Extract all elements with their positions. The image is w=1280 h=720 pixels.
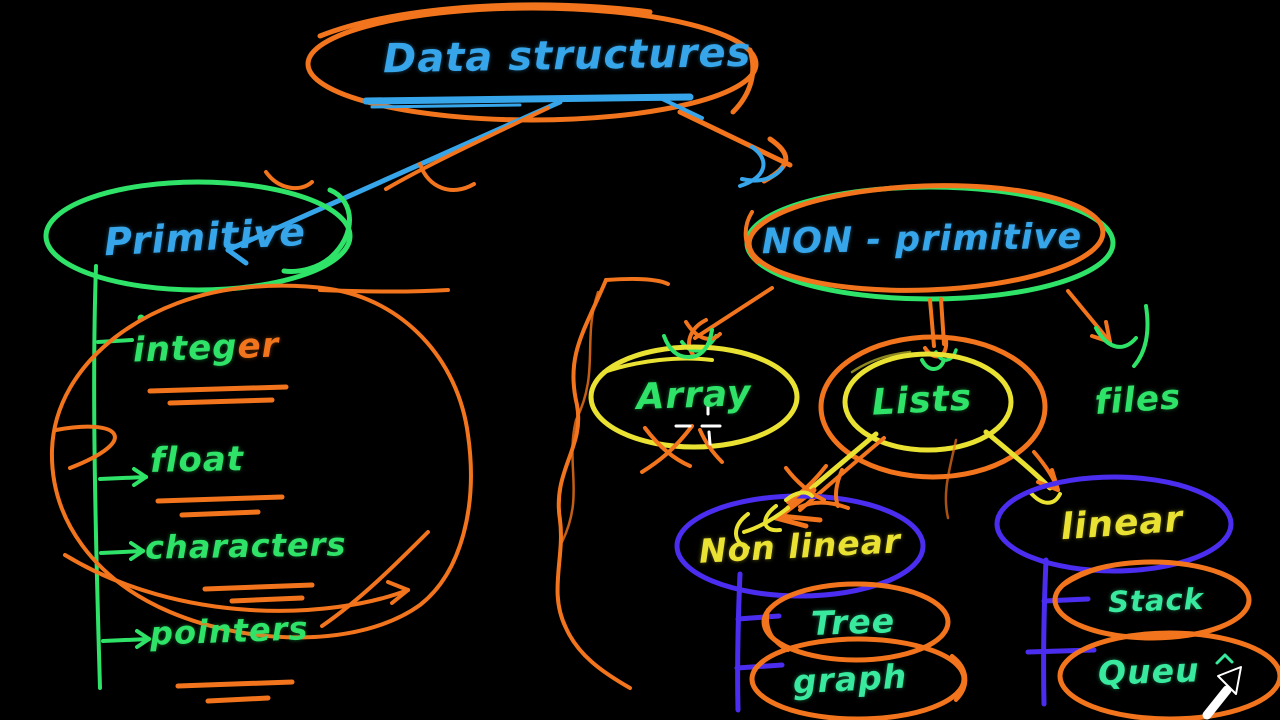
array-node-outline bbox=[588, 320, 800, 474]
linear-node-outline bbox=[994, 474, 1234, 574]
stack-node-label: Stack bbox=[1107, 581, 1205, 620]
primitive-item-float: float bbox=[149, 439, 245, 481]
caret-mark bbox=[1215, 653, 1234, 665]
edge-root-non-primitive bbox=[656, 95, 793, 188]
primitive-branch-lines bbox=[92, 264, 151, 690]
primitive-item-pointers: pointers bbox=[149, 609, 310, 653]
crosshair-icon bbox=[674, 403, 722, 446]
edge-np-files bbox=[1066, 289, 1150, 368]
primitive-item-characters: characters bbox=[144, 525, 347, 567]
mouse-cursor-icon bbox=[1202, 666, 1242, 720]
root-underline bbox=[362, 93, 694, 109]
edge-np-lists bbox=[923, 297, 958, 362]
edge-root-primitive bbox=[225, 99, 563, 266]
root-node-label: Data structures bbox=[382, 29, 752, 83]
root-node-outline bbox=[305, 2, 759, 123]
graph-node-outline bbox=[749, 636, 968, 720]
edge-lists-linear bbox=[944, 429, 1062, 520]
primitive-item-underlines bbox=[147, 384, 315, 704]
primitive-node-label: Primitive bbox=[103, 209, 307, 265]
files-node-label: files bbox=[1093, 377, 1183, 423]
graph-node-label: graph bbox=[791, 656, 909, 702]
primitive-node-outline bbox=[43, 179, 353, 293]
integer-label-main: integ bbox=[132, 326, 239, 371]
nonlinear-node-outline bbox=[674, 464, 926, 599]
queue-node-outline bbox=[1057, 630, 1280, 720]
lists-node-label: Lists bbox=[870, 377, 974, 424]
queue-node-label: Queu bbox=[1097, 650, 1201, 693]
linear-node-label: linear bbox=[1059, 498, 1185, 549]
stack-node-outline bbox=[1052, 559, 1252, 641]
primitive-group-circle bbox=[49, 283, 473, 640]
primitive-item-integer: integer bbox=[132, 325, 280, 370]
nonlinear-node-label: Non linear bbox=[697, 521, 903, 571]
middle-wavy-bracket bbox=[555, 276, 670, 690]
characters-swoosh-arrow bbox=[63, 530, 430, 628]
integer-label-tail: er bbox=[236, 325, 280, 367]
array-node-label: Array bbox=[635, 373, 753, 418]
tree-node-label: Tree bbox=[810, 601, 896, 643]
lists-node-outline bbox=[818, 334, 1048, 480]
non-primitive-node-label: NON - primitive bbox=[761, 216, 1083, 263]
